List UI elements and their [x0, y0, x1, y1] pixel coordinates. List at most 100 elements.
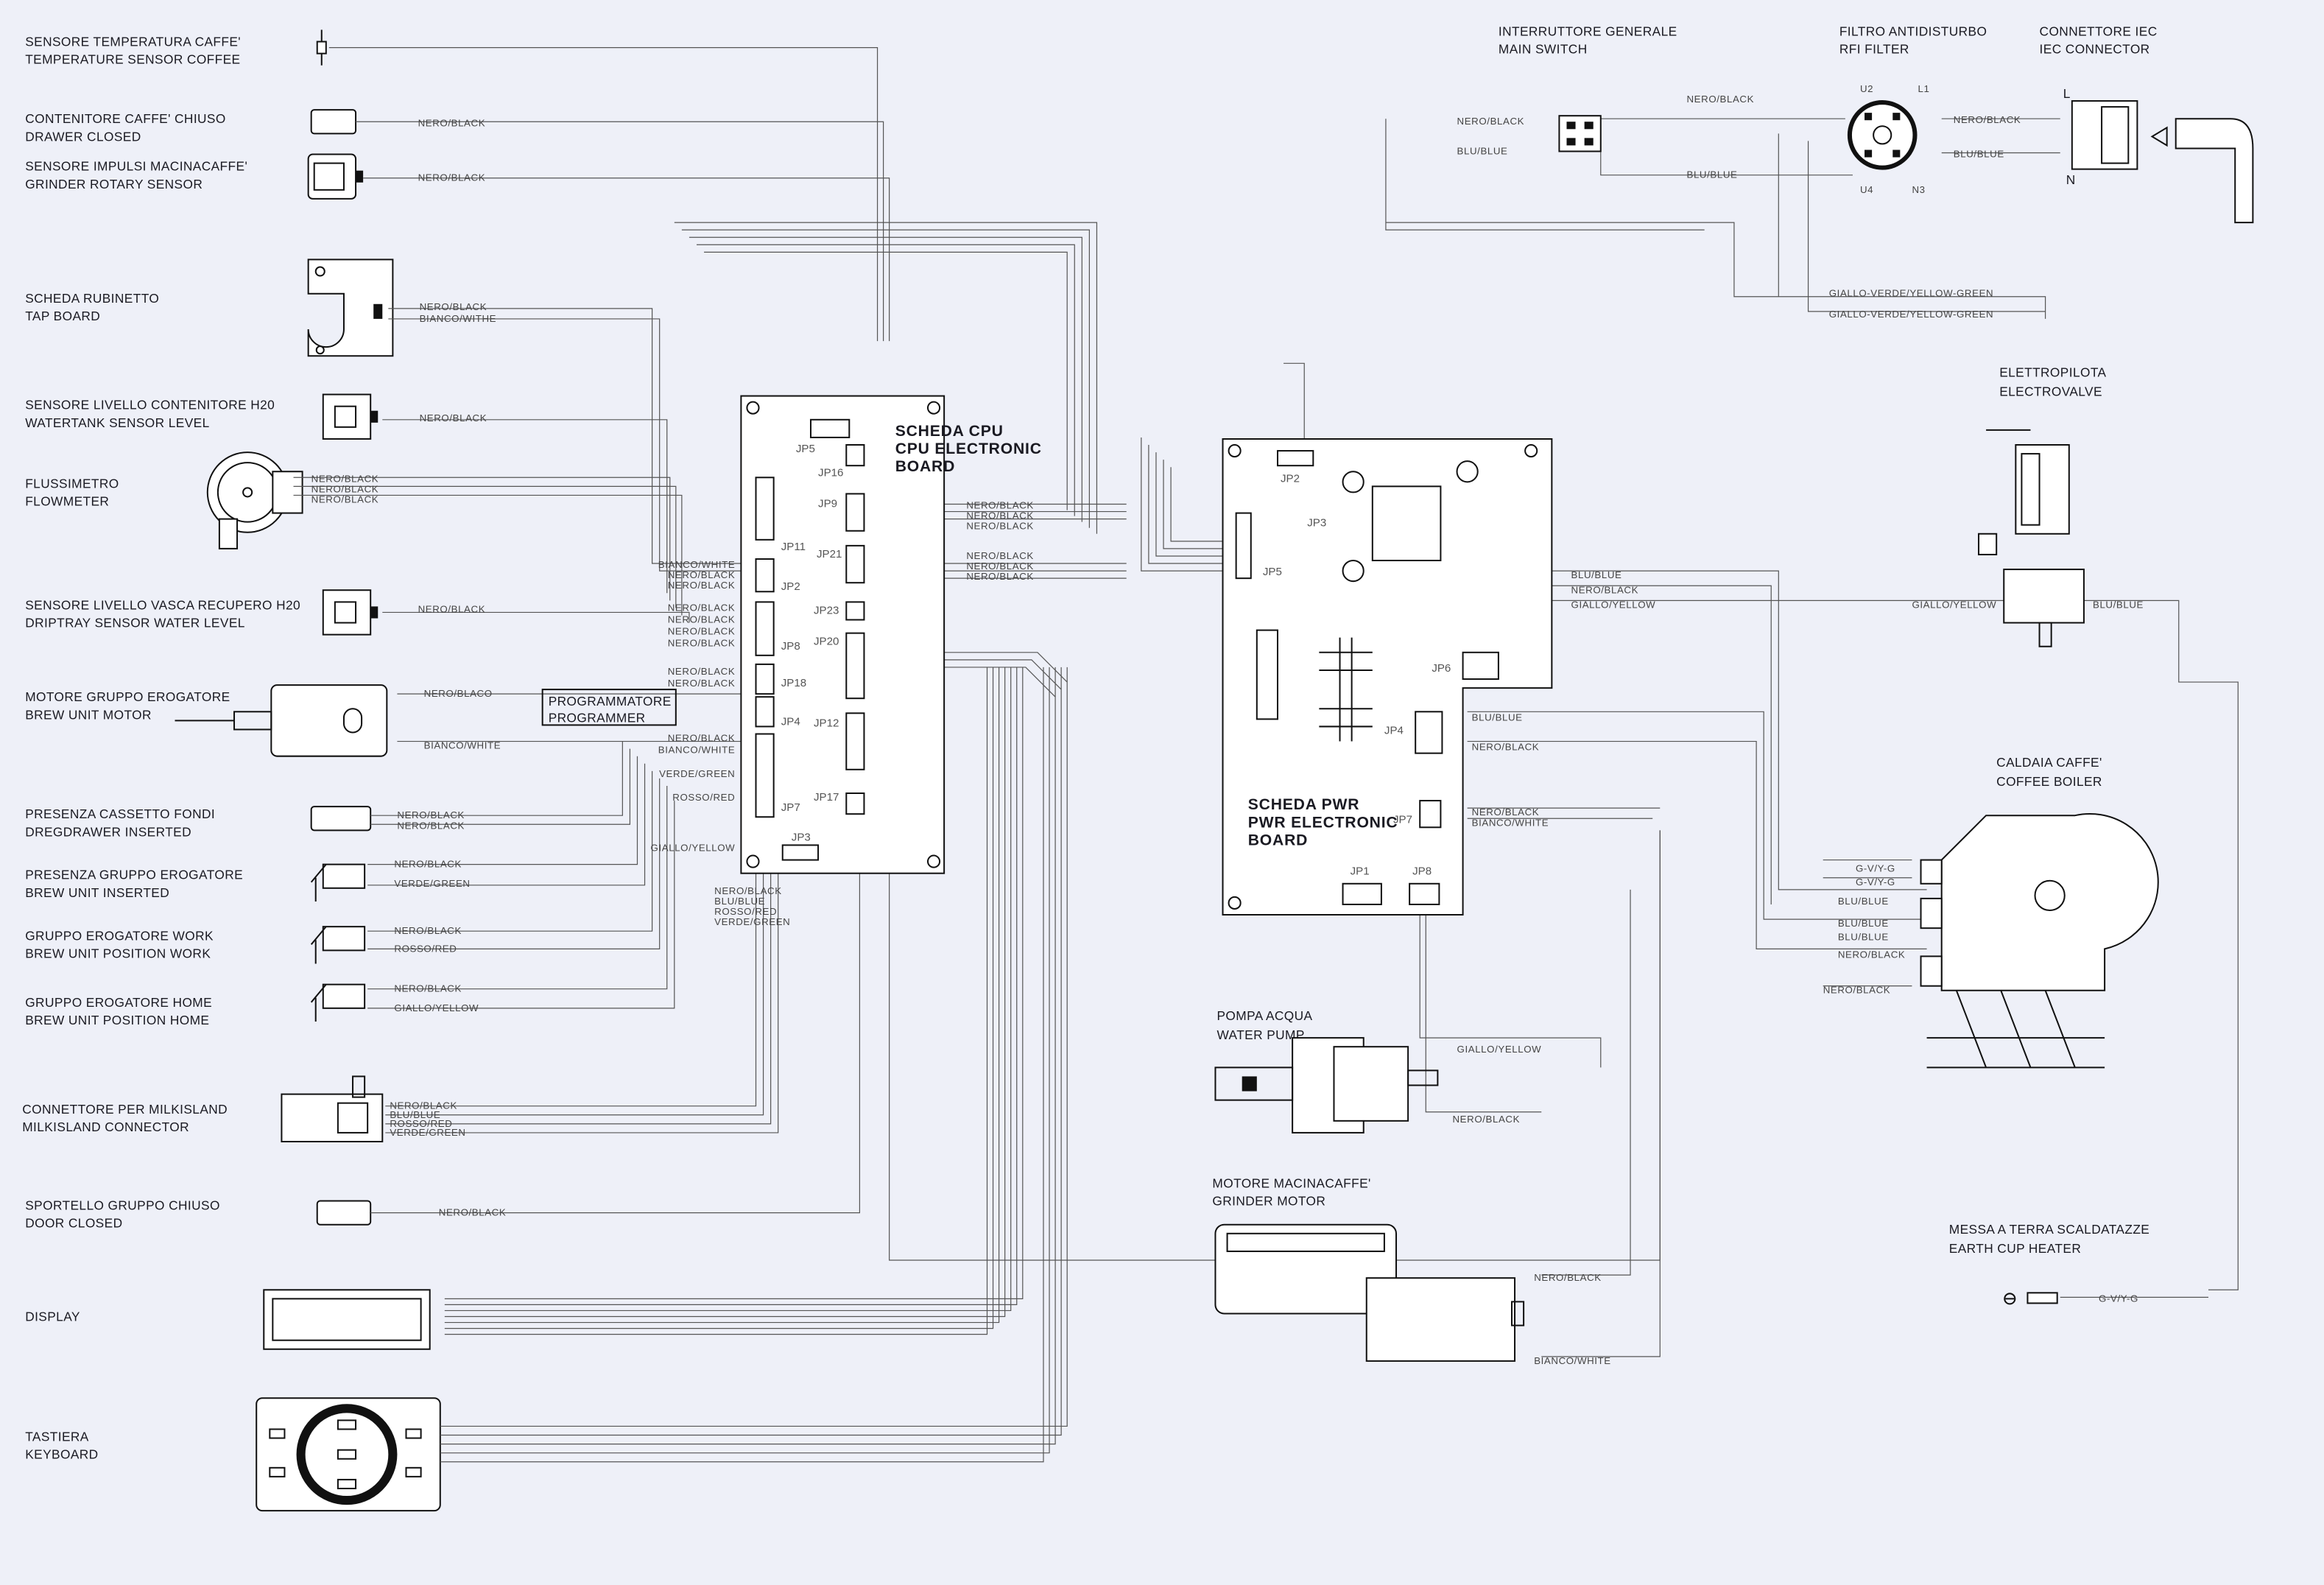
right-components: INTERRUTTORE GENERALE MAIN SWITCH FILTRO…	[1212, 24, 2254, 1362]
wire-label: BLU/BLUE	[1838, 918, 1889, 929]
driptray-sensor-icon	[322, 589, 378, 636]
cpu-board: JP5 JP16 JP9 JP11 JP21 JP2 JP23 JP8 JP20…	[740, 395, 1042, 874]
cpu-jp18: JP18	[781, 677, 806, 689]
wire-label: NERO/BLACK	[397, 809, 465, 820]
wire-label: NERO/BLACK	[668, 678, 736, 689]
rfi-mark-u4: U4	[1860, 184, 1873, 195]
wire-label: ROSSO/RED	[394, 943, 457, 954]
label-temp-sensor-it: SENSORE TEMPERATURA CAFFE'	[25, 35, 241, 49]
wire-label: BLU/BLUE	[1457, 146, 1508, 157]
label-grinder-sensor-en: GRINDER ROTARY SENSOR	[25, 177, 203, 191]
grinder-motor-label-en: GRINDER MOTOR	[1212, 1194, 1325, 1209]
wire-label: ROSSO/RED	[714, 906, 777, 917]
display-icon	[263, 1289, 431, 1350]
pwr-jp2: JP2	[1281, 472, 1300, 485]
cpu-jp12: JP12	[814, 717, 839, 729]
cpu-board-title-2: CPU ELECTRONIC	[895, 440, 1042, 457]
wire-label: BIANCO/WHITE	[1472, 817, 1549, 828]
grinder-motor-label-it: MOTORE MACINACAFFE'	[1212, 1175, 1370, 1190]
temp-sensor-icon	[316, 29, 327, 66]
rfi-mark-u2: U2	[1860, 83, 1873, 94]
label-dregdrawer-en: DREGDRAWER INSERTED	[25, 824, 191, 839]
wire-label: NERO/BLACK	[418, 172, 486, 183]
programmer-label-it: PROGRAMMATORE	[549, 694, 672, 709]
wire-label: GIALLO-VERDE/YELLOW-GREEN	[1829, 288, 1993, 299]
wire-label: BLU/BLUE	[1838, 896, 1889, 907]
cpu-jp20: JP20	[814, 636, 839, 648]
label-driptray-it: SENSORE LIVELLO VASCA RECUPERO H20	[25, 597, 300, 612]
wire-label: NERO/BLACK	[1472, 742, 1540, 753]
wire-label: NERO/BLACK	[966, 500, 1034, 511]
cpu-jp8: JP8	[781, 640, 800, 653]
wire-label: NERO/BLACK	[668, 638, 736, 649]
label-drawer-it: CONTENITORE CAFFE' CHIUSO	[25, 111, 226, 126]
wire-label: GIALLO/YELLOW	[1912, 599, 1996, 610]
wire-label: GIALLO/YELLOW	[1571, 599, 1656, 610]
label-brew-inserted-en: BREW UNIT INSERTED	[25, 885, 169, 900]
main-switch-icon	[1558, 115, 1602, 152]
wire-label: NERO/BLACK	[1954, 114, 2021, 125]
wire-label: NERO/BLACK	[394, 859, 462, 870]
wire-label: BLU/BLUE	[1838, 931, 1889, 942]
component-symbols	[175, 29, 441, 1512]
label-brew-home-en: BREW UNIT POSITION HOME	[25, 1013, 209, 1027]
cpu-jp21: JP21	[817, 548, 842, 560]
wire-label: BIANCO/WHITE	[1534, 1355, 1611, 1366]
wire-label: NERO/BLACK	[1453, 1114, 1521, 1125]
pwr-jp1: JP1	[1351, 865, 1370, 878]
cpu-jp17: JP17	[814, 791, 839, 804]
wire-label: BIANCO/WHITE	[424, 740, 501, 751]
wire-label: NERO/BLACK	[966, 521, 1034, 532]
wire-label: BLU/BLUE	[1472, 711, 1523, 723]
rfi-mark-n3: N3	[1912, 184, 1925, 195]
flowmeter-icon	[206, 451, 303, 549]
wire-label: BLU/BLUE	[2093, 599, 2144, 610]
wire-label: NERO/BLACK	[966, 571, 1034, 582]
label-watertank-it: SENSORE LIVELLO CONTENITORE H20	[25, 398, 275, 412]
wire-label: GIALLO/YELLOW	[394, 1002, 479, 1013]
pwr-jp7: JP7	[1393, 813, 1412, 826]
wire-label: GIALLO-VERDE/YELLOW-GREEN	[1829, 309, 1993, 320]
pwr-board-title-2: PWR ELECTRONIC	[1248, 814, 1398, 831]
label-drawer-en: DRAWER CLOSED	[25, 129, 141, 144]
wire-label: NERO/BLACK	[311, 494, 379, 505]
cpu-jp11: JP11	[781, 541, 806, 553]
cpu-jp9: JP9	[818, 498, 837, 510]
rfi-mark-l1: L1	[1918, 83, 1930, 94]
pwr-jp5: JP5	[1263, 566, 1282, 578]
boiler-label-it: CALDAIA CAFFE'	[1996, 755, 2102, 770]
earth-terminal-icon	[2004, 1292, 2058, 1305]
milkisland-connector-icon	[281, 1075, 384, 1143]
cpu-jp23: JP23	[814, 604, 839, 616]
wire-label: NERO/BLACK	[1571, 584, 1639, 595]
drawer-switch-icon	[310, 109, 357, 135]
iec-label-it: CONNETTORE IEC	[2040, 24, 2158, 38]
wire-label: NERO/BLACK	[1534, 1272, 1602, 1283]
wire-label: BLU/BLUE	[1571, 569, 1622, 580]
cpu-jp2: JP2	[781, 580, 800, 593]
component-labels: SENSORE TEMPERATURA CAFFE' TEMPERATURE S…	[22, 35, 300, 1462]
label-watertank-en: WATERTANK SENSOR LEVEL	[25, 415, 209, 430]
label-door-en: DOOR CLOSED	[25, 1216, 122, 1231]
iec-mark-l: L	[2063, 86, 2071, 101]
label-dregdrawer-it: PRESENZA CASSETTO FONDI	[25, 806, 215, 821]
wire-label: NERO/BLACK	[714, 885, 782, 896]
wire-label: BIANCO/WITHE	[420, 313, 497, 324]
wire-label: NERO/BLACK	[418, 603, 486, 614]
pwr-jp8: JP8	[1412, 865, 1432, 878]
wire-label: NERO/BLACK	[418, 117, 486, 128]
rfi-label-it: FILTRO ANTIDISTURBO	[1839, 24, 1987, 38]
wire-label: BIANCO/WHITE	[658, 559, 736, 570]
grinder-sensor-icon	[307, 153, 364, 200]
wire-label: BLU/BLUE	[1954, 149, 2004, 160]
wire-label: NERO/BLACK	[668, 569, 736, 580]
iec-connector-icon	[2071, 100, 2254, 224]
electrovalve-icon	[1978, 429, 2085, 647]
wire-label: BLU/BLUE	[714, 896, 765, 907]
wire-label: VERDE/GREEN	[390, 1127, 465, 1138]
wire-label: NERO/BLACK	[966, 560, 1034, 572]
cpu-jp16: JP16	[818, 466, 843, 479]
wire-label: NERO/BLACK	[668, 580, 736, 591]
wire-label: NERO/BLACK	[394, 925, 462, 936]
wire-label: NERO/BLACK	[420, 412, 487, 424]
